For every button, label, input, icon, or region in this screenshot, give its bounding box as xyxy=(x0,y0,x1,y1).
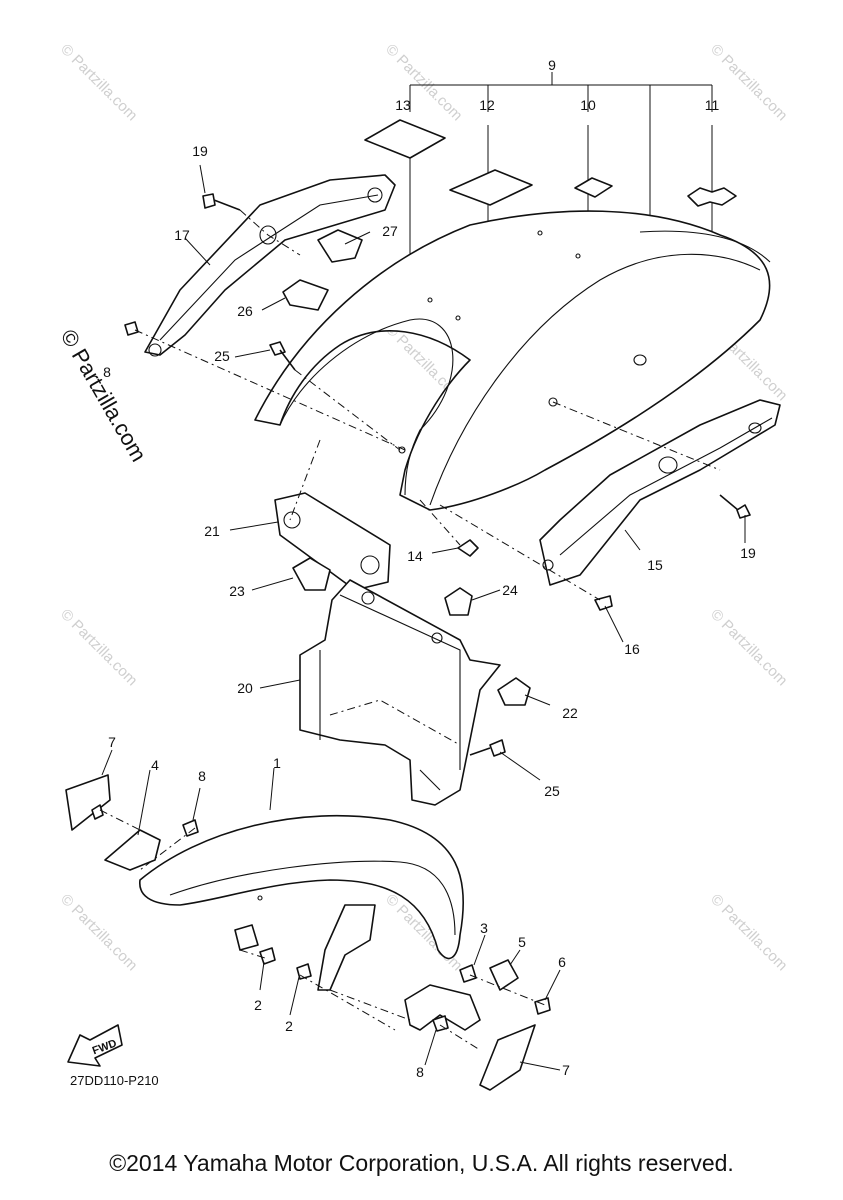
callout-1: 1 xyxy=(273,755,281,771)
callout-11: 11 xyxy=(705,97,720,113)
bolts xyxy=(124,193,751,757)
leader-lines xyxy=(101,164,746,1071)
front-fender-1 xyxy=(139,814,465,960)
callout-13: 13 xyxy=(395,97,411,113)
assembly-lines-lower xyxy=(99,809,546,1051)
nut-8-left xyxy=(182,819,199,837)
callout-17: 17 xyxy=(174,227,190,243)
callout-8-left: 8 xyxy=(198,768,206,784)
callout-5: 5 xyxy=(518,934,526,950)
callout-7-left: 7 xyxy=(108,734,116,750)
callout-26: 26 xyxy=(237,303,253,319)
bolt-19-right xyxy=(719,494,751,519)
clamp-5 xyxy=(489,959,519,991)
rubber-23 xyxy=(292,557,331,591)
watermark-small: © Partzilla.com xyxy=(707,891,790,974)
bolt-25-lower xyxy=(469,739,506,757)
callout-10: 10 xyxy=(580,97,596,113)
left-stay-17 xyxy=(144,174,396,357)
decal-10 xyxy=(574,177,613,198)
copyright-notice: ©2014 Yamaha Motor Corporation, U.S.A. A… xyxy=(109,1150,734,1176)
callout-14: 14 xyxy=(407,548,423,564)
callout-8-lower: 8 xyxy=(416,1064,424,1080)
callout-12: 12 xyxy=(479,97,495,113)
emblem-11 xyxy=(687,187,737,207)
callout-21: 21 xyxy=(204,523,220,539)
bolt-3-screw xyxy=(91,804,104,820)
collar-18 xyxy=(124,321,139,336)
watermark-small: © Partzilla.com xyxy=(707,606,790,689)
pad-27 xyxy=(317,229,363,263)
callout-25-top: 25 xyxy=(214,348,230,364)
callout-27: 27 xyxy=(382,223,398,239)
callout-22: 22 xyxy=(562,705,578,721)
callout-19-top: 19 xyxy=(192,143,208,159)
callout-9: 9 xyxy=(548,57,556,73)
rubber-24 xyxy=(444,587,473,616)
reflector-7-left xyxy=(65,774,111,831)
watermark-main: © Partzilla.com xyxy=(56,325,152,466)
callout-2-mid: 2 xyxy=(285,1018,293,1034)
callout-6: 6 xyxy=(558,954,566,970)
rear-flap-20 xyxy=(299,579,501,806)
callout-7-right: 7 xyxy=(562,1062,570,1078)
rear-fender xyxy=(254,210,771,511)
decals xyxy=(282,119,737,311)
bolt-19-top xyxy=(202,193,241,211)
stay-4 xyxy=(104,829,161,871)
fwd-arrow-icon xyxy=(67,1024,123,1067)
callout-20: 20 xyxy=(237,680,253,696)
right-stay-15 xyxy=(539,399,781,586)
bolt-2-left xyxy=(259,947,276,965)
watermark-small: © Partzilla.com xyxy=(57,41,140,124)
rubber-22 xyxy=(497,677,531,706)
callout-18: 8 xyxy=(103,364,111,380)
callout-15: 15 xyxy=(647,557,663,573)
callout-16: 16 xyxy=(624,641,640,657)
callout-3: 3 xyxy=(480,920,488,936)
callout-2-left: 2 xyxy=(254,997,262,1013)
decal-13 xyxy=(364,119,446,159)
assembly-lines xyxy=(134,209,721,601)
front-hardware xyxy=(65,774,551,1091)
watermark-small: © Partzilla.com xyxy=(57,606,140,689)
pad-26 xyxy=(282,279,329,311)
bracket-rear-left xyxy=(234,924,259,951)
callout-19-right: 19 xyxy=(740,545,756,561)
callout-23: 23 xyxy=(229,583,245,599)
reflector-7-right xyxy=(479,1024,536,1091)
front-fender-brackets xyxy=(104,829,481,1031)
plate-21 xyxy=(274,492,391,591)
callout-25-lower: 25 xyxy=(544,783,560,799)
reflector-bracket-right xyxy=(404,984,481,1031)
clip-14 xyxy=(457,539,479,557)
drawing-code: 27DD110-P210 xyxy=(70,1073,159,1088)
decal-12 xyxy=(449,169,533,206)
callouts: 9 13 12 10 11 19 17 27 26 25 8 21 14 15 … xyxy=(103,57,756,1080)
watermark-small: © Partzilla.com xyxy=(57,891,140,974)
rubbers xyxy=(292,539,613,706)
fwd-arrow: FWD xyxy=(67,1024,123,1067)
callout-4: 4 xyxy=(151,757,159,773)
screw-6 xyxy=(534,997,551,1015)
washer-3 xyxy=(459,964,477,983)
callout-24: 24 xyxy=(502,582,518,598)
bracket-left xyxy=(317,904,376,991)
bolt-25-top xyxy=(269,341,296,371)
watermark-small: © Partzilla.com xyxy=(707,41,790,124)
